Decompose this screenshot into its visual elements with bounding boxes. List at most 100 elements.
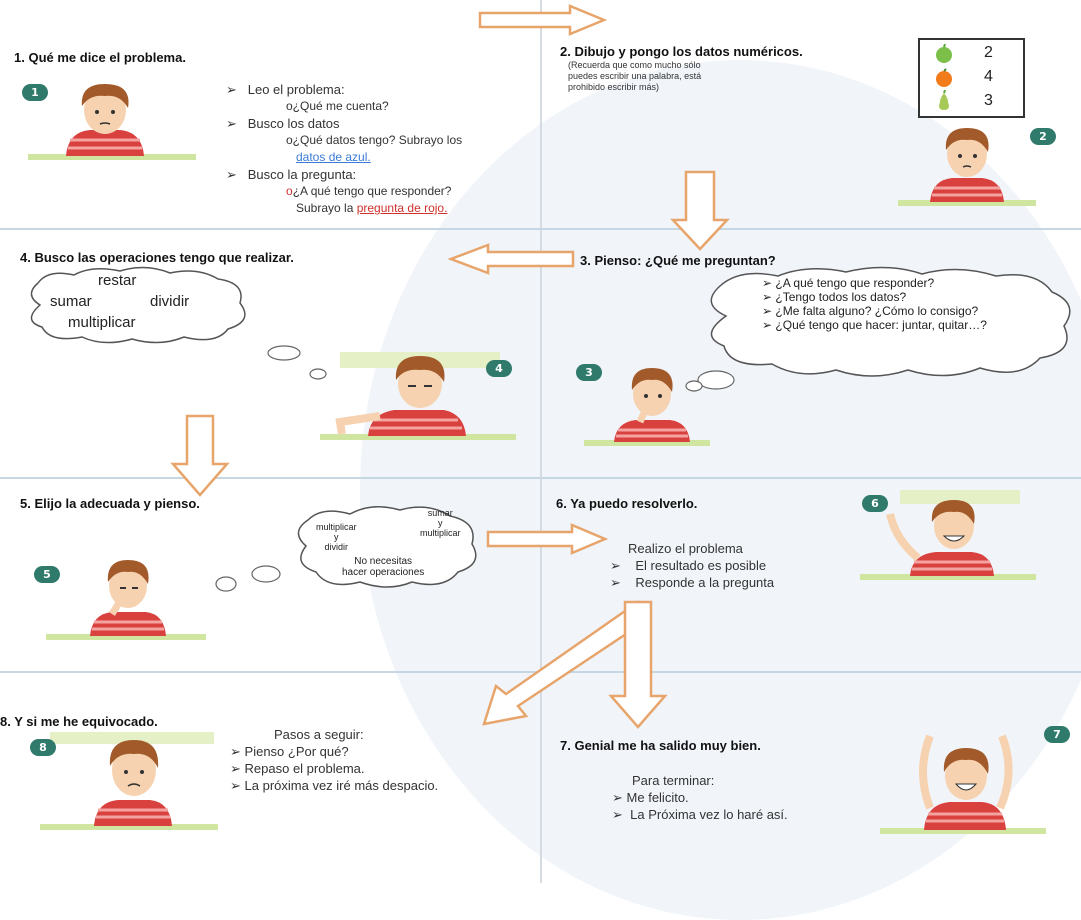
step3-item-1: ¿A qué tengo que responder? (775, 276, 935, 290)
step1-item-3-sub2: Subrayo la (296, 201, 357, 215)
step1-item-1-sub: o¿Qué me cuenta? (286, 99, 389, 113)
step2-note-3: prohibido escribir más) (568, 82, 660, 92)
step3-item-4: ¿Qué tengo que hacer: juntar, quitar…? (775, 318, 987, 332)
bullet-icon: ➢ (230, 778, 241, 793)
step1-item-3-sub: ¿A qué tengo que responder? (292, 184, 452, 198)
step1-item-1: Leo el problema: (247, 82, 345, 97)
step3-item-2: ¿Tengo todos los datos? (775, 290, 907, 304)
thought-cloud-questions (710, 266, 1071, 377)
orange-count: 4 (984, 68, 993, 85)
pear-icon (939, 90, 949, 110)
choice-b-3: dividir (324, 542, 349, 552)
step6-line-1: Realizo el problema (628, 541, 743, 556)
step7-line-1: Para terminar: (632, 773, 715, 788)
boy-choosing-illustration (46, 560, 206, 640)
step5-title: 5. Elijo la adecuada y pienso. (20, 496, 200, 511)
op-sumar: sumar (50, 293, 92, 310)
step6-badge: 6 (862, 495, 888, 512)
step1-item-2-sub: o¿Qué datos tengo? Subrayo los (286, 133, 463, 147)
step2-note-1: (Recuerda que como mucho sólo (568, 60, 701, 70)
thought-bubbles (267, 345, 327, 380)
step2-title: 2. Dibujo y pongo los datos numéricos. (560, 44, 803, 59)
step8-line-3: Repaso el problema. (244, 761, 365, 776)
bullet-icon: ➢ (762, 304, 773, 318)
op-restar: restar (98, 272, 137, 289)
step1-list: ➢ Leo el problema: o¿Qué me cuenta? ➢ Bu… (226, 82, 463, 215)
step7-line-2: Me felicito. (626, 790, 689, 805)
step4-badge: 4 (486, 360, 512, 377)
bullet-icon: ➢ (610, 558, 621, 573)
step4-title: 4. Busco las operaciones tengo que reali… (20, 250, 294, 265)
apple-count: 2 (984, 44, 993, 61)
step8-line-2: Pienso ¿Por qué? (244, 744, 349, 759)
choice-a-1: sumar (427, 508, 453, 518)
bullet-icon: ➢ (230, 761, 241, 776)
fruit-row-apple: 2 (920, 42, 1023, 66)
step3-badge: 3 (576, 364, 602, 381)
choice-c-1: No necesitas (354, 556, 413, 567)
step2-badge: 2 (1030, 128, 1056, 145)
thought-cloud-choices (297, 506, 477, 588)
op-multiplicar: multiplicar (68, 314, 136, 331)
vertical-divider (540, 0, 542, 883)
choice-multiplicar-dividir: multiplicar y dividir (316, 522, 357, 552)
step3-title: 3. Pienso: ¿Qué me preguntan? (580, 253, 776, 268)
pear-count: 3 (984, 92, 993, 109)
thought-cloud-operations (30, 266, 246, 344)
step1-item-3: Busco la pregunta: (247, 167, 357, 182)
step3-question-list: ➢ ¿A qué tengo que responder? ➢ ¿Tengo t… (762, 276, 987, 332)
step6-line-2: El resultado es posible (635, 558, 767, 573)
apple-icon (936, 44, 952, 63)
thought-bubbles-step5 (215, 565, 281, 592)
step7-list: Para terminar: ➢ Me felicito. ➢ La Próxi… (612, 772, 788, 823)
arrow-down-step4 (170, 414, 230, 497)
bullet-icon: ➢ (226, 82, 237, 97)
question-red-link: pregunta de rojo. (356, 201, 448, 215)
step8-title: 8. Y si me he equivocado. (0, 714, 158, 729)
orange-icon (936, 68, 952, 87)
bullet-icon: ➢ (612, 807, 623, 822)
choice-a-2: y (438, 518, 443, 528)
step8-line-4: La próxima vez iré más despacio. (244, 778, 439, 793)
step1-badge: 1 (22, 84, 48, 101)
bullet-icon: ➢ (762, 276, 773, 290)
bullet-icon: ➢ (226, 116, 237, 131)
boy-reading-illustration (28, 84, 196, 160)
choice-b-1: multiplicar (316, 522, 357, 532)
step8-list: Pasos a seguir: ➢ Pienso ¿Por qué? ➢ Rep… (230, 726, 438, 794)
step8-badge: 8 (30, 739, 56, 756)
bullet-icon: ➢ (230, 744, 241, 759)
step2-note: (Recuerda que como mucho sólo puedes esc… (568, 60, 701, 93)
arrow-left-step3 (448, 243, 575, 275)
choice-b-2: y (334, 532, 339, 542)
thought-bubbles-step3 (685, 370, 735, 392)
bullet-icon: ➢ (610, 575, 621, 590)
bullet-icon: ➢ (612, 790, 623, 805)
step1-item-2: Busco los datos (247, 116, 340, 131)
step8-line-1: Pasos a seguir: (274, 727, 364, 742)
fruit-data-box: 2 4 3 (918, 38, 1025, 118)
step1-title: 1. Qué me dice el problema. (14, 50, 186, 65)
boy-celebrating-illustration (880, 734, 1046, 834)
arrow-down-step2 (670, 170, 730, 251)
bullet-icon: ➢ (226, 167, 237, 182)
arrow-right-step5 (486, 523, 608, 555)
step7-line-3: La Próxima vez lo haré así. (630, 807, 788, 822)
step6-title: 6. Ya puedo resolverlo. (556, 496, 698, 511)
boy-mistake-illustration (40, 732, 218, 830)
bullet-icon: ➢ (762, 290, 773, 304)
step5-badge: 5 (34, 566, 60, 583)
boy-solving-illustration (860, 490, 1036, 580)
step6-line-3: Responde a la pregunta (635, 575, 775, 590)
bullet-icon: ➢ (762, 318, 773, 332)
choice-c-2: hacer operaciones (342, 567, 425, 578)
choice-a-3: multiplicar (420, 528, 461, 538)
arrow-right-top (478, 4, 608, 36)
divider-1 (0, 228, 1081, 230)
boy-thinking-operations-illustration (320, 352, 516, 440)
step2-note-2: puedes escribir una palabra, está (568, 71, 702, 81)
arrow-down-step7 (608, 600, 668, 729)
choice-no-operations: No necesitas hacer operaciones (342, 556, 424, 578)
choice-sumar-multiplicar: sumar y multiplicar (420, 508, 461, 538)
data-blue-link: datos de azul. (296, 150, 371, 164)
